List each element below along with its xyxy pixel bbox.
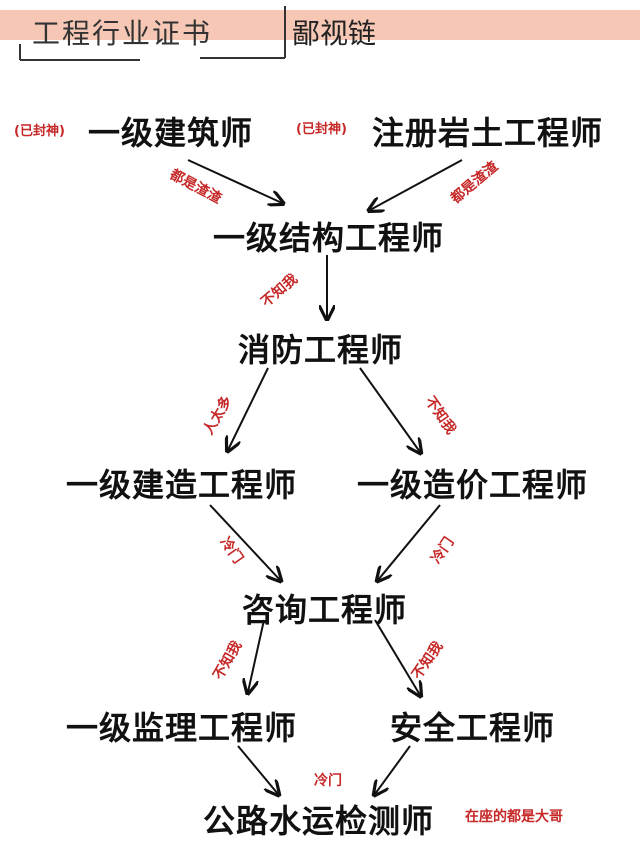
edge-cost-consult	[378, 504, 441, 580]
node-constructor: 一级建造工程师	[66, 466, 298, 504]
node-testing: 公路水运检测师	[203, 802, 435, 840]
architect-tag: (已封神)	[14, 124, 65, 139]
edge-fire-cost	[359, 367, 420, 452]
header-band	[0, 10, 640, 40]
edge-consult-safety	[374, 619, 420, 695]
node-structural: 一级结构工程师	[213, 219, 445, 257]
node-fire: 消防工程师	[238, 331, 404, 369]
edge-arch-struct	[187, 159, 282, 203]
edge-geo-struct	[370, 159, 463, 210]
node-architect: 一级建筑师	[88, 114, 254, 152]
label-bottom: 冷门	[314, 773, 342, 789]
edge-constructor-consult	[209, 504, 280, 580]
edge-consult-supervision	[248, 619, 265, 692]
node-geotech: 注册岩土工程师	[372, 114, 604, 152]
edge-safety-testing	[375, 745, 411, 794]
header-title: 工程行业证书	[32, 17, 213, 50]
geotech-tag: (已封神)	[296, 122, 347, 137]
node-cost: 一级造价工程师	[357, 466, 589, 504]
footer-note: 在座的都是大哥	[465, 809, 563, 825]
edge-supervision-testing	[237, 745, 278, 794]
node-safety: 安全工程师	[390, 709, 556, 747]
node-supervision: 一级监理工程师	[66, 709, 298, 747]
edge-fire-constructor	[228, 367, 269, 450]
node-consulting: 咨询工程师	[242, 591, 408, 629]
header-subtitle: 鄙视链	[292, 17, 377, 50]
